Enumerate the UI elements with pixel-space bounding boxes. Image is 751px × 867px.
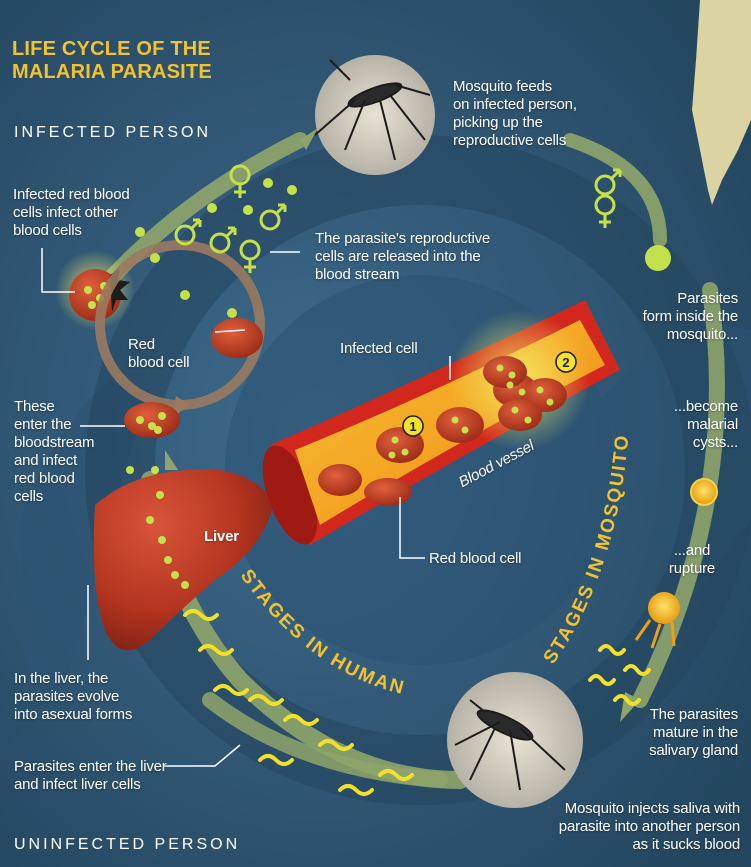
- mosquito-biting-circle: [447, 672, 583, 808]
- section-infected: INFECTED PERSON: [14, 124, 211, 142]
- parasite-dot: [135, 227, 145, 237]
- title-line-1: LIFE CYCLE OF THE: [12, 38, 212, 61]
- label-these-enter: These enter the bloodstream and infect r…: [14, 398, 94, 506]
- label-rbc-vessel: Red blood cell: [429, 550, 521, 568]
- parasite-dot: [180, 290, 190, 300]
- rupturing-cyst: [648, 592, 680, 624]
- label-red-blood-cell: Red blood cell: [128, 336, 189, 372]
- label-enter-liver: Parasites enter the liver and infect liv…: [14, 758, 167, 794]
- label-reproductive-released: The parasite's reproductive cells are re…: [315, 230, 490, 284]
- label-injects: Mosquito injects saliva with parasite in…: [520, 800, 740, 854]
- label-infected-rbc: Infected red blood cells infect other bl…: [13, 186, 130, 240]
- malarial-cyst: [691, 479, 717, 505]
- entering-cell: [124, 402, 180, 438]
- parasite-dot: [150, 253, 160, 263]
- label-liver-evolve: In the liver, the parasites evolve into …: [14, 670, 132, 724]
- parasite-forming-dot: [645, 245, 671, 271]
- parasite-dot: [227, 308, 237, 318]
- badge-1-text: 1: [409, 419, 416, 434]
- diagram-title: LIFE CYCLE OF THE MALARIA PARASITE: [12, 38, 212, 84]
- label-infected-cell: Infected cell: [340, 340, 417, 358]
- section-uninfected: UNINFECTED PERSON: [14, 836, 240, 854]
- label-and-rupture: ...and rupture: [650, 542, 734, 578]
- label-parasites-form: Parasites form inside the mosquito...: [610, 290, 738, 344]
- badge-2-text: 2: [562, 355, 569, 370]
- title-line-2: MALARIA PARASITE: [12, 61, 212, 84]
- label-liver: Liver: [204, 528, 239, 546]
- label-mature: The parasites mature in the salivary gla…: [620, 706, 738, 760]
- label-become-cysts: ...become malarial cysts...: [630, 398, 738, 452]
- label-mosquito-feeds: Mosquito feeds on infected person, picki…: [453, 78, 577, 150]
- mosquito-feeding-circle: [315, 55, 435, 175]
- red-blood-cell: [211, 318, 263, 358]
